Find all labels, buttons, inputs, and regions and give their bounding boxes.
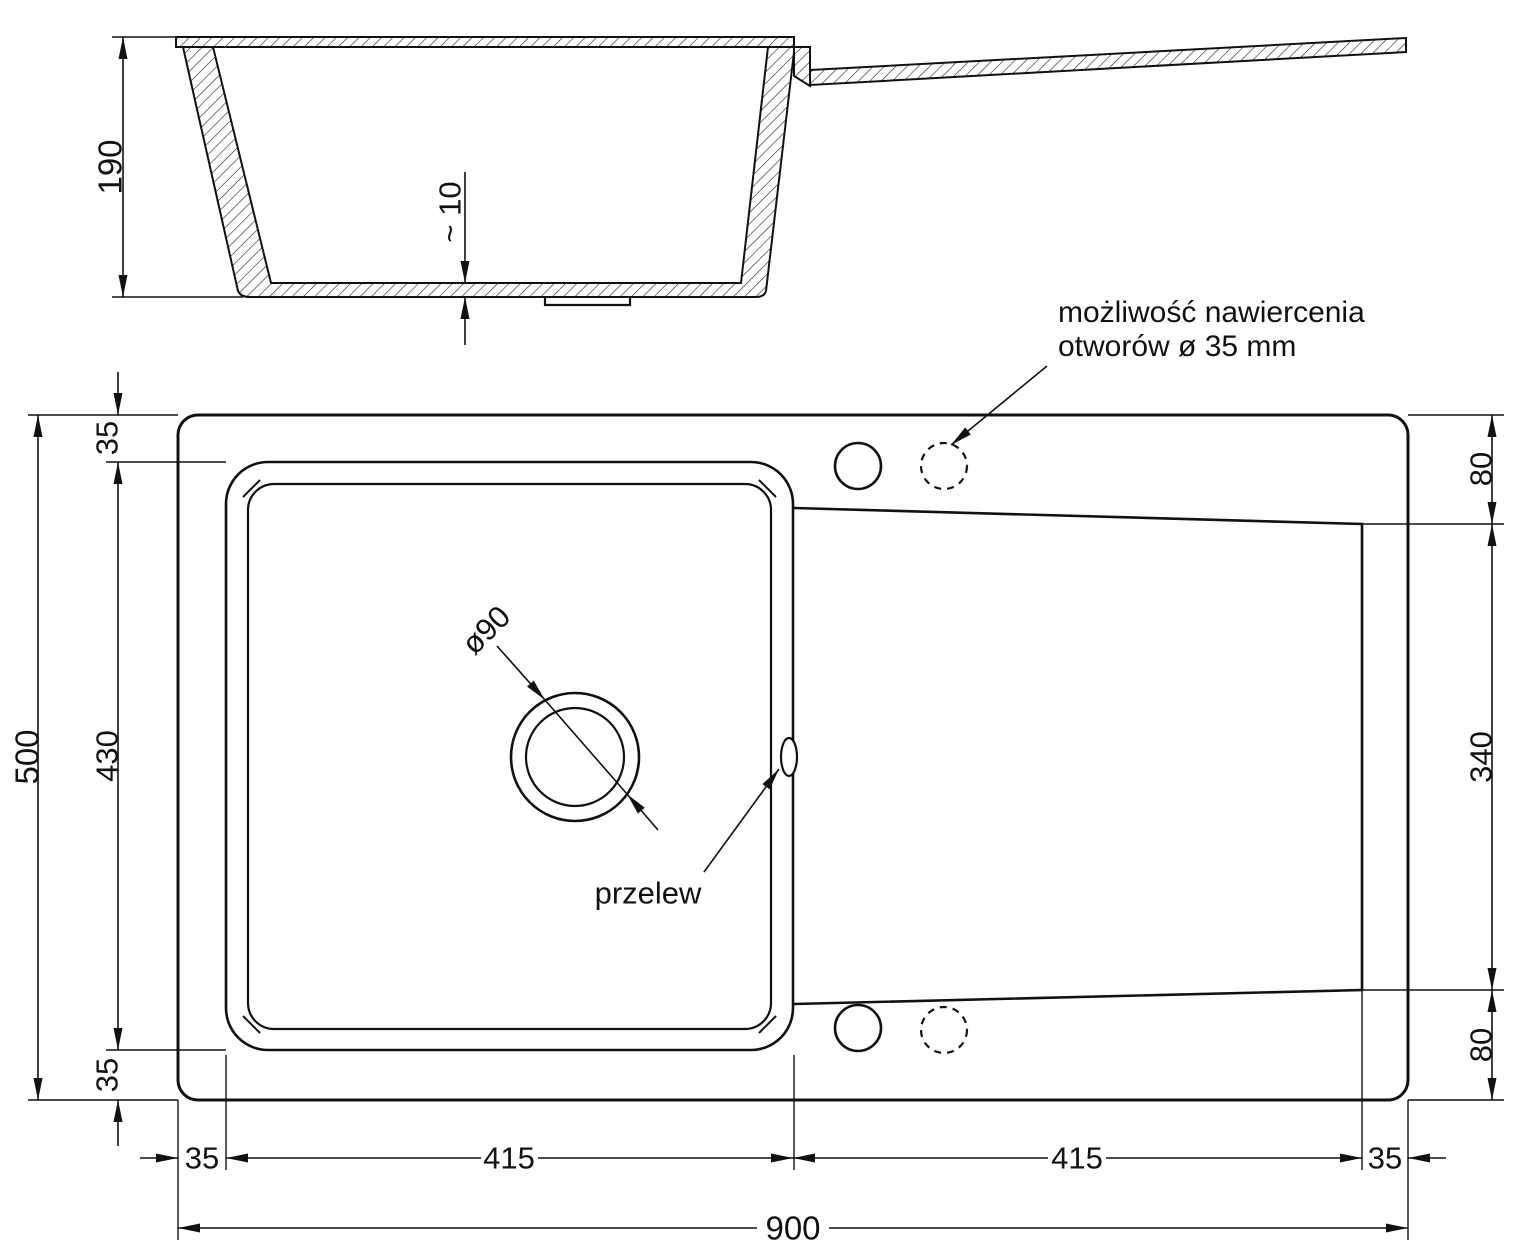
section-junction-step: [793, 46, 811, 88]
section-view: 190 ~ 10: [92, 36, 1407, 345]
optional-hole-top: [919, 441, 969, 491]
drill-note-line1: możliwość nawiercenia: [1058, 296, 1365, 329]
dim-bottom-thickness-label: ~ 10: [433, 181, 468, 242]
dim-depth-label: 190: [92, 139, 129, 194]
section-drainboard-slab: [809, 36, 1407, 87]
dimension-total-height: 500: [9, 415, 46, 1100]
plan-view: ø90 przelew możliwość nawiercenia otworó…: [176, 296, 1410, 1102]
dimension-left-chain: 35 430 35: [90, 372, 125, 1146]
dimension-total-width: 900: [178, 1210, 1408, 1247]
drain-hole-outer: [509, 691, 641, 823]
dim-left-margin-label: 35: [185, 1141, 219, 1176]
section-drain-fitting: [543, 297, 632, 307]
dim-total-width-label: 900: [765, 1210, 820, 1247]
dim-bottom-margin-label: 35: [90, 1058, 125, 1092]
dim-total-height-label: 500: [9, 729, 46, 784]
section-rim-deck: [175, 36, 795, 48]
bowl-outer-rim: [224, 460, 795, 1052]
dimension-bottom-thickness: ~ 10: [433, 172, 470, 345]
optional-hole-bottom: [919, 1005, 969, 1055]
overflow-callout: przelew: [595, 768, 780, 911]
drainboard-surface: [793, 506, 1364, 1006]
dimension-right-chain: 80 340 80: [1464, 415, 1499, 1100]
sink-outer-body: [176, 413, 1410, 1102]
section-basin-walls: [181, 46, 795, 298]
dimension-depth-190: 190: [92, 36, 243, 298]
dim-drainer-height-label: 340: [1464, 731, 1499, 783]
bowl-inner-edge: [246, 482, 773, 1031]
drill-note-line2: otworów ø 35 mm: [1058, 330, 1296, 363]
plan-dimensions: 500 35 430 35 80 340 80 35 415: [9, 372, 1504, 1247]
dim-bowl-height-label: 430: [90, 730, 125, 782]
drain-hole-inner: [524, 706, 626, 808]
dim-drainer-top-offset-label: 80: [1464, 452, 1499, 486]
bowl-corner-ticks: [242, 479, 777, 1034]
dim-right-margin-label: 35: [1368, 1141, 1402, 1176]
dim-drainer-bottom-offset-label: 80: [1464, 1028, 1499, 1062]
dim-bowl-width-label: 415: [483, 1141, 535, 1176]
dim-top-margin-label: 35: [90, 421, 125, 455]
faucet-hole-top: [833, 441, 883, 491]
overflow-label: przelew: [595, 876, 702, 911]
drain-diameter-label: ø90: [455, 599, 518, 662]
faucet-hole-bottom: [833, 1003, 883, 1053]
overflow-opening: [779, 736, 799, 778]
dimension-bottom-chain: 35 415 415 35: [140, 1141, 1446, 1176]
drill-note-callout: możliwość nawiercenia otworów ø 35 mm: [950, 296, 1365, 446]
dim-drainer-width-label: 415: [1051, 1141, 1103, 1176]
drain-diameter-callout: ø90: [455, 599, 659, 831]
